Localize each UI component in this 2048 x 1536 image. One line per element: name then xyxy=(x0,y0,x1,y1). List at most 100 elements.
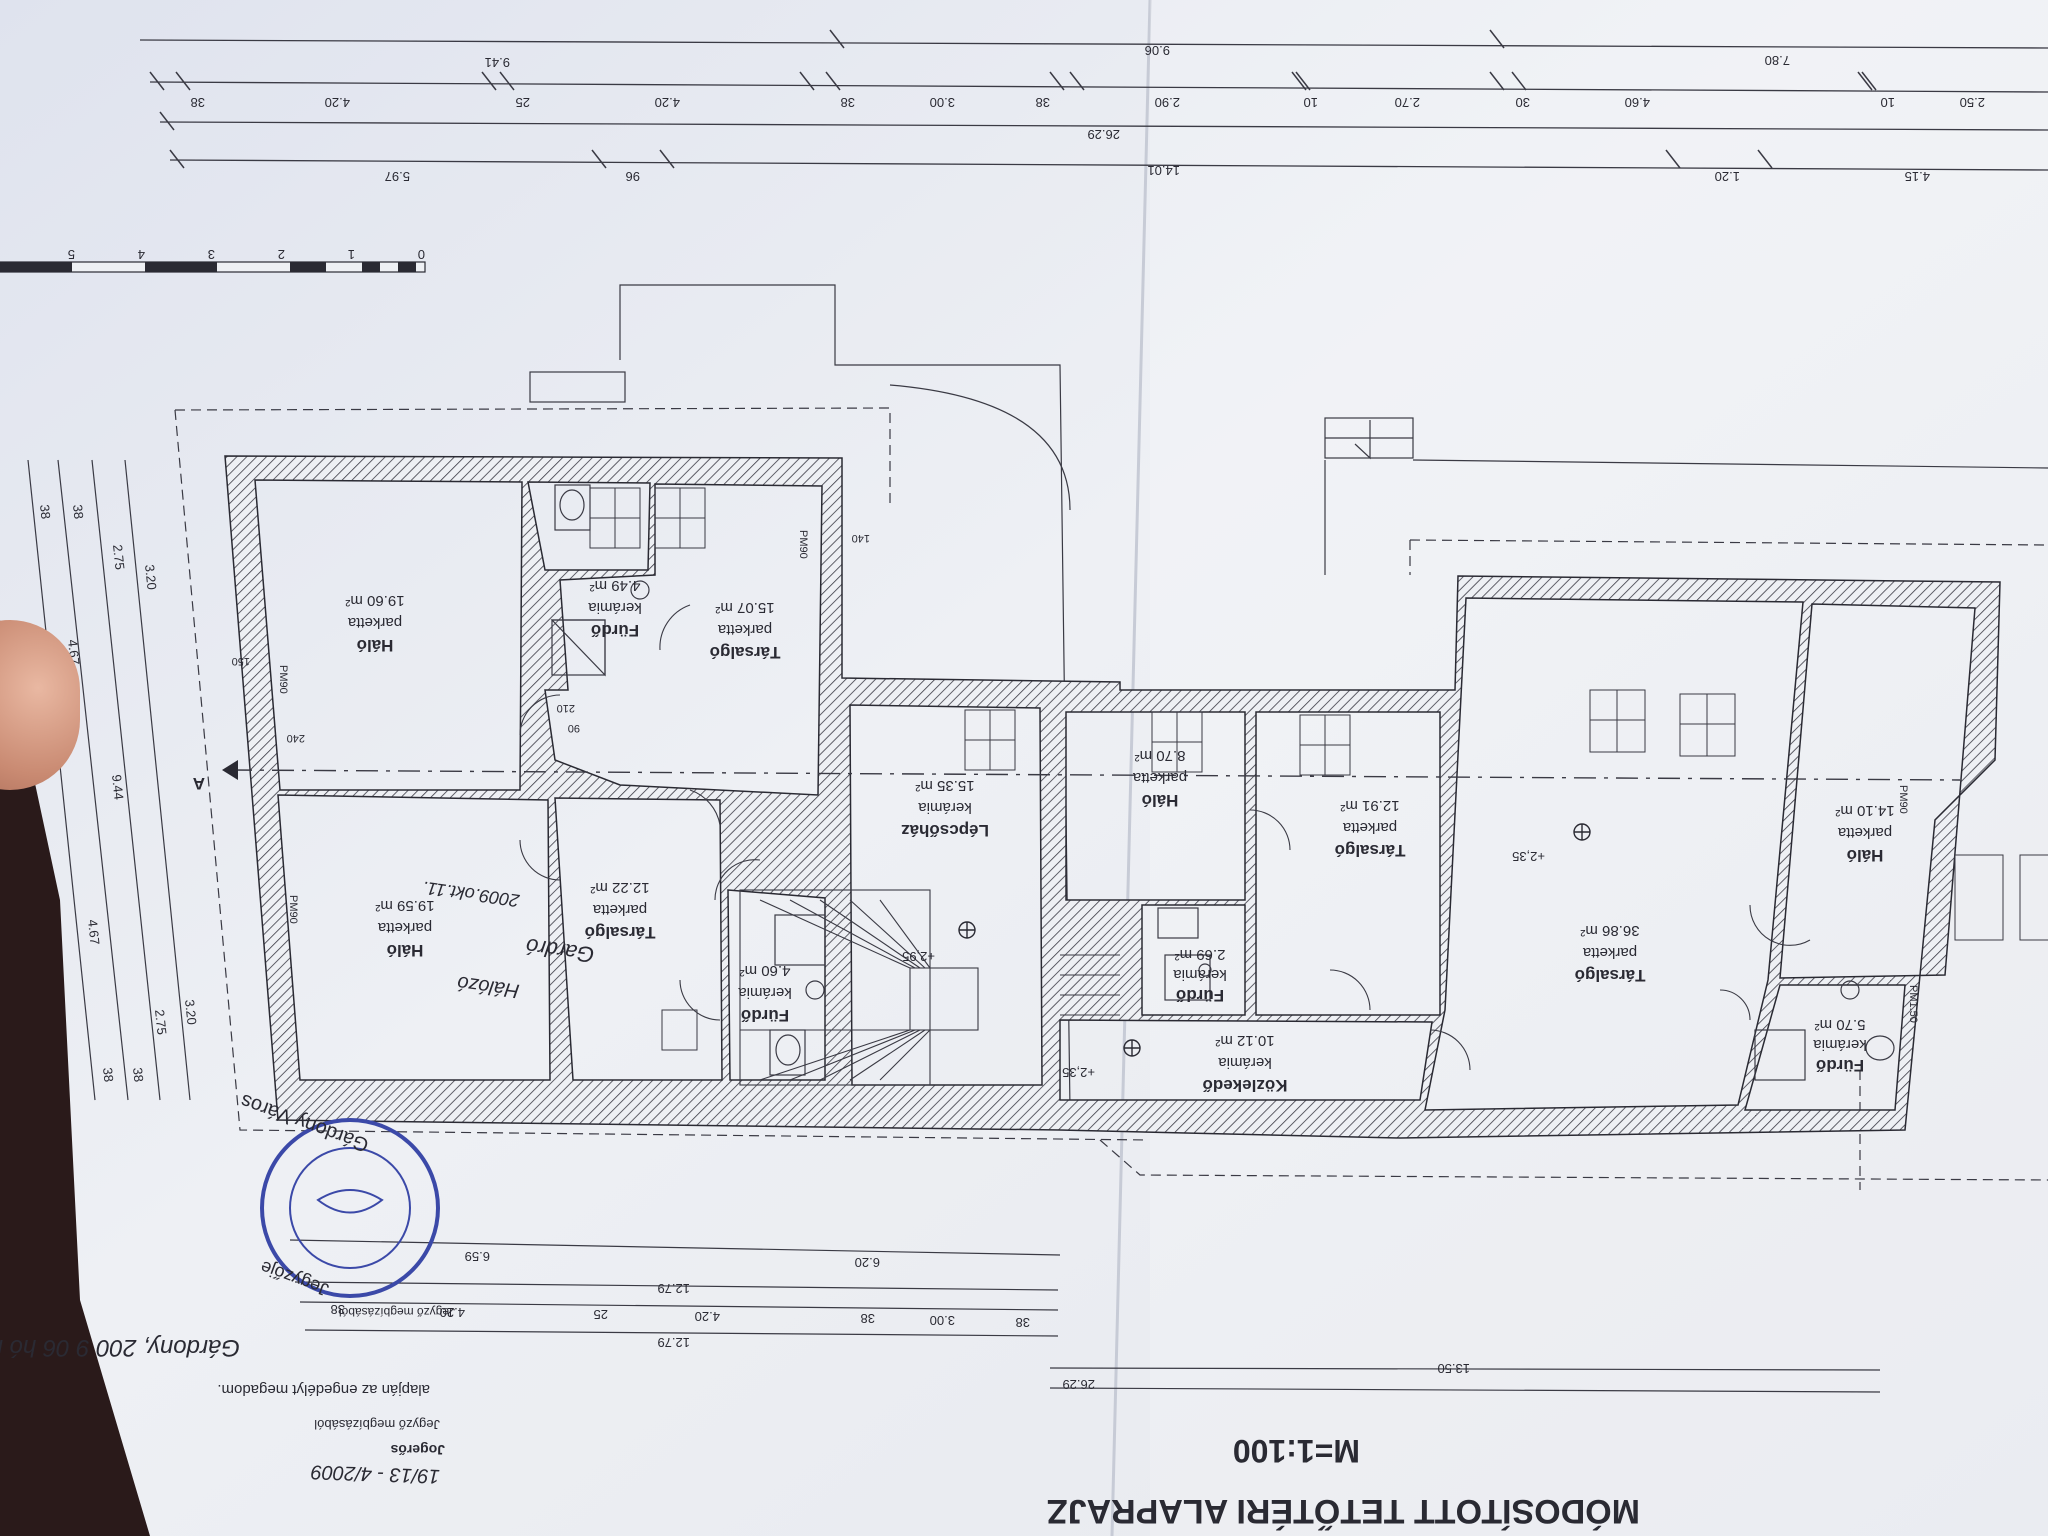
dim-bottom-6: 25 xyxy=(594,1307,608,1322)
approval-note: Jegyző megbízásából xyxy=(339,1305,455,1319)
room-9-area: 12.91 m² xyxy=(1340,797,1399,814)
level-2: +2,35 xyxy=(1062,1065,1095,1080)
room-14-name: Fürdő xyxy=(1816,1056,1864,1075)
approval-line-1: Jogerős xyxy=(390,1442,445,1458)
dim-top-18: 26.29 xyxy=(1087,127,1120,142)
room-4: Társalgó parketta 15.07 m² xyxy=(710,599,781,662)
room-9-name: Társalgó xyxy=(1335,841,1406,860)
dim-top-1: 9.41 xyxy=(485,55,510,70)
paper-fold xyxy=(1110,0,1152,1536)
room-1-area: 19.60 m² xyxy=(345,592,404,609)
dim-left-6: 9.44 xyxy=(109,774,127,801)
dim-left-7: 4.67 xyxy=(85,919,103,946)
bottom-dimension-chain xyxy=(289,1239,1881,1393)
room-8: Háló parketta 8.70 m² xyxy=(1132,747,1187,810)
dim-top-23: 4.15 xyxy=(1905,169,1930,184)
dim-bottom-2: 6.20 xyxy=(855,1255,880,1270)
section-line: A xyxy=(193,760,1961,793)
room-10: Fürdő kerámia 2.69 m² xyxy=(1173,946,1227,1005)
room-11-area: 10.12 m² xyxy=(1215,1032,1274,1049)
opening-pm90-4: PM90 xyxy=(1897,785,1909,814)
dim-top-14: 30 xyxy=(1516,95,1530,110)
room-12-finish: parketta xyxy=(1582,944,1637,961)
room-14-finish: kerámia xyxy=(1813,1036,1867,1053)
room-5-finish: parketta xyxy=(592,901,647,918)
approval-reference: 19/13 - 4/2009 xyxy=(310,1461,440,1487)
room-12-area: 36.86 m² xyxy=(1580,922,1639,939)
scale-label-4: 4 xyxy=(138,247,145,262)
approval-signature: Gárdony, 200 9 06 hó n. xyxy=(0,1334,240,1361)
roof-outline xyxy=(529,284,2048,1111)
room-4-area: 15.07 m² xyxy=(715,599,774,616)
room-2-area: 19.59 m² xyxy=(375,897,434,914)
approval-line-3: alapján az engedélyt megadom. xyxy=(217,1381,430,1398)
room-13-finish: parketta xyxy=(1837,824,1892,841)
dim-bottom-13: 13.50 xyxy=(1437,1361,1470,1376)
dim-top-10: 38 xyxy=(1036,95,1050,110)
opening-140: 140 xyxy=(852,532,870,544)
room-labels: Háló parketta 19.60 m² Háló parketta 19.… xyxy=(345,577,1894,1095)
opening-labels: PM90 PM90 PM90 PM90 PM1.50 210 90 150 14… xyxy=(232,530,1919,1023)
opening-150: 150 xyxy=(232,655,250,667)
room-7-name: Lépcsőház xyxy=(901,821,989,840)
dim-bottom-4: 38 xyxy=(331,1302,345,1317)
opening-210: 210 xyxy=(557,702,575,714)
room-9-finish: parketta xyxy=(1342,819,1397,836)
room-12: Társalgó parketta 36.86 m² xyxy=(1575,922,1646,985)
room-6-finish: kerámia xyxy=(738,984,792,1001)
level-3: +2,35 xyxy=(1512,849,1545,864)
room-11: Közlekedő kerámia 10.12 m² xyxy=(1202,1032,1287,1095)
room-13-name: Háló xyxy=(1847,846,1884,865)
scale-label-0: 0 xyxy=(418,247,425,262)
sanitary-fixtures xyxy=(550,484,1895,1081)
room-4-finish: parketta xyxy=(717,621,772,638)
dim-left-11: 38 xyxy=(130,1067,146,1083)
room-14-area: 5.70 m² xyxy=(1815,1016,1866,1033)
dim-bottom-8: 38 xyxy=(861,1311,875,1326)
dim-top-17: 2.50 xyxy=(1960,95,1985,110)
top-dimension-chain xyxy=(139,39,2048,171)
walls xyxy=(224,455,2001,1139)
dim-left-2: 38 xyxy=(70,504,86,520)
door-swings xyxy=(519,604,1811,1071)
room-5: Társalgó parketta 12.22 m² xyxy=(585,879,656,942)
top-dimension-ticks xyxy=(149,29,1877,169)
dim-top-16: 10 xyxy=(1881,95,1895,110)
opening-pm90-3: PM90 xyxy=(797,530,809,559)
dim-left-10: 38 xyxy=(100,1067,116,1083)
scale-label-3: 3 xyxy=(208,247,215,262)
room-4-name: Társalgó xyxy=(710,643,781,662)
dim-top-11: 2.90 xyxy=(1155,95,1180,110)
room-13-area: 14.10 m² xyxy=(1835,802,1894,819)
room-10-area: 2.69 m² xyxy=(1175,946,1226,963)
room-2-finish: parketta xyxy=(377,919,432,936)
dim-bottom-11: 12.79 xyxy=(657,1335,690,1350)
room-7-finish: kerámia xyxy=(918,799,972,816)
room-6-area: 4.60 m² xyxy=(740,962,791,979)
opening-90: 90 xyxy=(568,722,580,734)
bottom-dimension-labels: 6.59 6.20 12.79 38 4.20 25 4.20 38 3.00 … xyxy=(331,1249,1470,1392)
dim-bottom-12: 26.29 xyxy=(1062,1377,1095,1392)
dim-top-6: 25 xyxy=(516,95,530,110)
section-marker-label: A xyxy=(193,774,205,793)
room-5-name: Társalgó xyxy=(585,923,656,942)
dim-left-4: 3.20 xyxy=(142,564,160,591)
dim-left-3: 2.75 xyxy=(110,544,128,571)
dim-top-13: 2.70 xyxy=(1395,95,1420,110)
dim-top-12: 10 xyxy=(1304,95,1318,110)
dashed-outline xyxy=(174,407,2048,1190)
level-markers: +2,95 +2,35 +2,35 xyxy=(902,823,1591,1080)
room-14: Fürdő kerámia 5.70 m² xyxy=(1813,1016,1867,1075)
scale-label-2: 2 xyxy=(278,247,285,262)
room-3: Fürdő kerámia 4.49 m² xyxy=(588,577,642,640)
room-2-name: Háló xyxy=(387,941,424,960)
room-8-finish: parketta xyxy=(1132,769,1187,786)
room-10-name: Fürdő xyxy=(1176,986,1224,1005)
drawing-title-block: MÓDOSÍTOTT TETŐTÉRI ALAPRAJZ M=1:100 xyxy=(1047,1433,1640,1530)
scale-label-5: 5 xyxy=(68,247,75,262)
drawing-title: MÓDOSÍTOTT TETŐTÉRI ALAPRAJZ xyxy=(1047,1492,1640,1530)
opening-240: 240 xyxy=(287,732,305,744)
dim-top-4: 38 xyxy=(191,95,205,110)
